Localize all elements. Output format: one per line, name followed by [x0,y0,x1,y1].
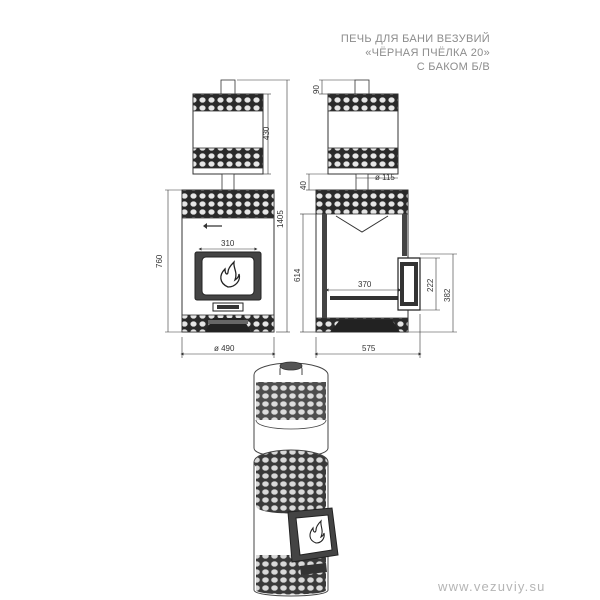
front-flame-emblem [220,260,241,288]
side-rear-wall [322,214,327,318]
dim-pipe-height: 90 [312,85,321,94]
side-grate [330,296,400,300]
website-watermark: www.vezuviy.su [438,579,546,594]
side-base [330,320,400,332]
iso-tank-mesh [256,382,326,429]
dim-firebox-height: 614 [293,268,302,282]
drawing-title: ПЕЧЬ ДЛЯ БАНИ ВЕЗУВИЙ «ЧЁРНАЯ ПЧЁЛКА 20»… [300,32,490,74]
front-door-glass [201,256,255,296]
title-line-1: ПЕЧЬ ДЛЯ БАНИ ВЕЗУВИЙ [340,33,490,45]
iso-flame-emblem [309,519,325,544]
dim-door-top: 382 [443,288,452,302]
iso-stove-lower-mesh [256,555,326,595]
iso-stove-upper-mesh [256,466,326,514]
dim-pipe-diameter: ø 115 [375,173,395,182]
side-chimney-pipe [354,79,370,95]
dim-depth: 575 [362,344,376,353]
perspective-view [253,361,339,597]
dim-total-height: 1405 [276,210,285,228]
side-stove-top-mesh [315,189,409,215]
side-dimensions [300,79,457,358]
title-line-2: «ЧЁРНАЯ ПЧЁЛКА 20» [365,47,490,59]
dim-firebox-depth: 370 [358,280,372,289]
front-connecting-pipe [221,173,235,191]
front-dimensions [165,79,290,358]
iso-door-glass [295,514,333,556]
dim-gap: 40 [299,181,308,190]
dim-door-height: 222 [426,278,435,292]
title-line-3: С БАКОМ Б/В [416,61,490,73]
dim-tank-height: 430 [262,126,271,140]
front-stove-top-mesh [181,189,275,219]
front-view [181,79,275,333]
front-tank-top-mesh [192,93,264,112]
front-chimney-pipe [220,79,236,95]
side-baffle [335,215,389,233]
dim-diameter: ø 490 [214,344,235,353]
dim-stove-height: 760 [155,254,164,268]
side-connecting-pipe [355,173,369,191]
dim-door-width: 310 [221,239,235,248]
side-tank-top-mesh [327,93,399,112]
front-tank-bottom-mesh [192,147,264,169]
side-view [315,79,421,333]
side-tank-bottom-mesh [327,147,399,169]
iso-ash-pan [300,563,327,575]
